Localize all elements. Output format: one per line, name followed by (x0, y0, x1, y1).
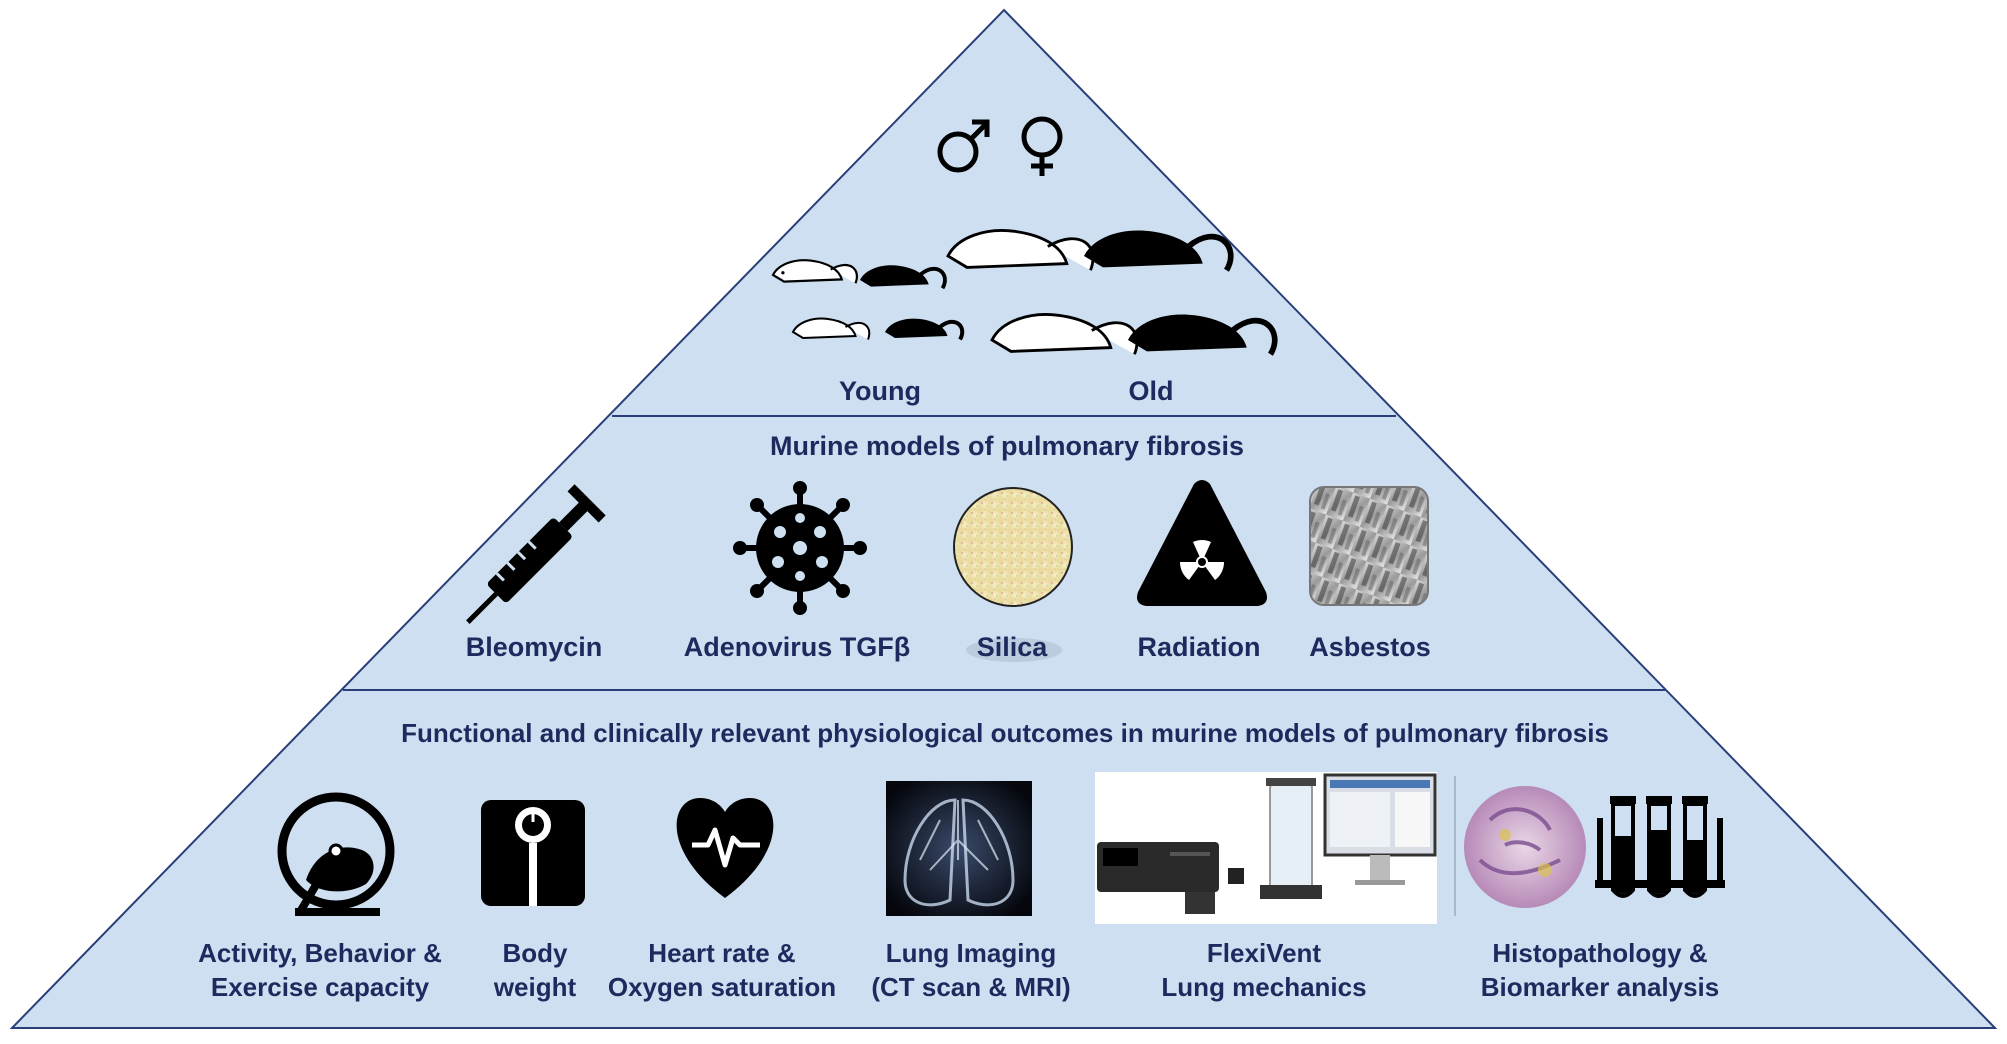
silica-disc-icon (953, 487, 1073, 662)
model-label-radiation: Radiation (1137, 632, 1260, 662)
mouse-filled-icon (1084, 230, 1234, 272)
model-label-silica: Silica (977, 632, 1049, 662)
histology-tubes-icon (1454, 776, 1725, 916)
male-symbol-icon (937, 119, 990, 173)
outcome-label-heart-line1: Heart rate & (648, 938, 795, 968)
asbestos-texture-icon (1309, 486, 1429, 606)
model-label-adenovirus: Adenovirus TGFβ (684, 632, 911, 662)
outcome-label-flexivent-line2: Lung mechanics (1161, 972, 1366, 1002)
female-symbol-icon (1021, 116, 1063, 176)
running-wheel-icon (277, 792, 395, 916)
outcome-label-imaging-line2: (CT scan & MRI) (871, 972, 1070, 1002)
scale-icon (481, 800, 585, 906)
mouse-outline-icon (791, 317, 871, 340)
model-label-bleomycin: Bleomycin (466, 632, 603, 662)
radiation-icon (1137, 480, 1267, 606)
outcome-label-activity-line2: Exercise capacity (211, 972, 430, 1002)
tier-top: Young Old (771, 116, 1278, 406)
mouse-outline-icon (990, 313, 1139, 355)
young-label: Young (839, 376, 921, 406)
lung-xray-icon (886, 781, 1032, 916)
outcome-label-weight-line1: Body (503, 938, 569, 968)
outcome-label-flexivent-line1: FlexiVent (1207, 938, 1321, 968)
outcome-label-heart-line2: Oxygen saturation (608, 972, 836, 1002)
mouse-filled-icon (1128, 314, 1278, 356)
outcome-label-histo-line2: Biomarker analysis (1481, 972, 1719, 1002)
old-label: Old (1129, 376, 1174, 406)
syringe-icon (466, 484, 606, 624)
mouse-filled-icon (860, 265, 947, 290)
outcome-label-histo-line1: Histopathology & (1492, 938, 1707, 968)
outcome-label-imaging-line1: Lung Imaging (886, 938, 1056, 968)
flexivent-device-icon (1095, 772, 1437, 924)
mouse-filled-icon (885, 318, 965, 341)
heart-pulse-icon (676, 798, 774, 898)
tier-middle: Murine models of pulmonary fibrosis (466, 431, 1431, 662)
outcome-label-activity-line1: Activity, Behavior & (198, 938, 442, 968)
tier-middle-title: Murine models of pulmonary fibrosis (770, 431, 1244, 461)
tier-bottom: Functional and clinically relevant physi… (198, 718, 1725, 1002)
mouse-outline-icon (771, 259, 858, 284)
outcome-label-weight-line2: weight (493, 972, 577, 1002)
tier-bottom-title: Functional and clinically relevant physi… (401, 718, 1609, 748)
mouse-outline-icon (946, 229, 1095, 271)
virus-icon (733, 481, 867, 615)
model-label-asbestos: Asbestos (1309, 632, 1431, 662)
